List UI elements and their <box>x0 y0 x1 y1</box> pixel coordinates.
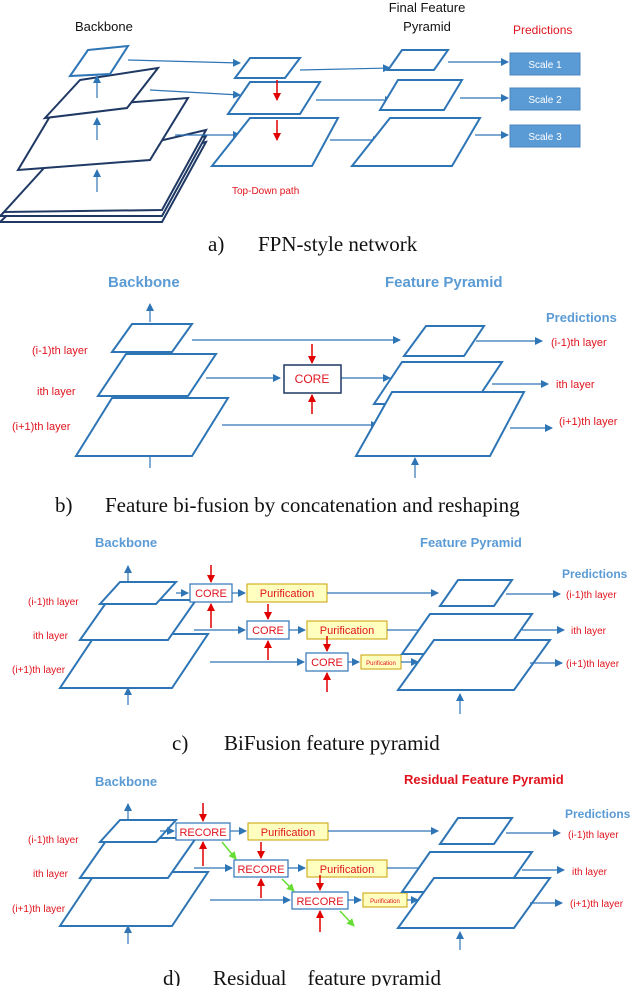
scale-1-label: Scale 1 <box>528 60 562 71</box>
backbone-layer-ip1 <box>58 633 210 689</box>
right-label-im1: (i-1)th layer <box>568 830 619 841</box>
backbone-layer-im1 <box>97 819 179 843</box>
caption-b-text: Feature bi-fusion by concatenation and r… <box>105 493 520 517</box>
final-level-2 <box>378 79 464 111</box>
purification-label-2: Purification <box>320 625 374 637</box>
predictions-title: Predictions <box>565 807 631 821</box>
purification-label-3: Purification <box>370 899 400 905</box>
caption-c-text: BiFusion feature pyramid <box>224 731 440 755</box>
backbone-title: Backbone <box>95 774 157 789</box>
right-label-ip1: (i+1)th layer <box>570 899 624 910</box>
purification-label-3: Purification <box>366 661 396 667</box>
panel-c: Backbone Feature Pyramid Predictions (i-… <box>12 535 628 755</box>
predictions-title: Predictions <box>513 23 572 37</box>
left-label-ip1: (i+1)th layer <box>12 665 66 676</box>
predictions-title: Predictions <box>562 567 628 581</box>
topdown-label: Top-Down path <box>232 186 299 197</box>
left-label-im1: (i-1)th layer <box>28 597 79 608</box>
final-feature-title-1: Final Feature <box>389 0 466 15</box>
purification-label-1: Purification <box>260 588 314 600</box>
left-label-ip1: (i+1)th layer <box>12 421 71 433</box>
scale-2-label: Scale 2 <box>528 95 562 106</box>
scale-3-label: Scale 3 <box>528 132 562 143</box>
caption-d-letter: d) <box>163 966 181 986</box>
purification-label-1: Purification <box>261 827 315 839</box>
feature-pyramid-title: Feature Pyramid <box>420 535 522 550</box>
backbone-title: Backbone <box>95 535 157 550</box>
recore-label-1: RECORE <box>179 827 226 839</box>
panel-d: Backbone Residual Feature Pyramid Predic… <box>12 772 631 986</box>
caption-d-text: Residual feature pyramid <box>213 966 442 986</box>
right-label-ip1: (i+1)th layer <box>559 416 618 428</box>
backbone-layer-i <box>78 837 198 879</box>
core-label-2: CORE <box>252 625 284 637</box>
residual-arrow-3 <box>339 910 355 927</box>
right-label-i: ith layer <box>556 379 595 391</box>
core-box <box>283 364 342 394</box>
topdown-level-1 <box>233 57 302 79</box>
scale-1-box <box>509 52 581 76</box>
backbone-layer-2 <box>42 66 161 120</box>
recore-label-3: RECORE <box>296 896 343 908</box>
right-label-i: ith layer <box>571 626 607 637</box>
predictions-title: Predictions <box>546 310 617 325</box>
residual-arrow-1 <box>221 841 237 860</box>
caption-a-text: FPN-style network <box>258 232 418 256</box>
caption-a-letter: a) <box>208 232 224 256</box>
core-label-1: CORE <box>195 588 227 600</box>
backbone-title: Backbone <box>108 274 180 291</box>
pyramid-level-ip1 <box>396 877 552 929</box>
pyramid-level-im1 <box>438 579 514 607</box>
backbone-layer-im1 <box>110 323 194 353</box>
pyramid-level-ip1 <box>396 639 552 691</box>
core-label: CORE <box>295 372 330 386</box>
left-label-ip1: (i+1)th layer <box>12 904 66 915</box>
panel-a: Scale 1 Scale 2 Scale 3 Backbone Final F… <box>0 0 581 256</box>
backbone-layer-im1 <box>97 581 179 605</box>
backbone-layer-ip1 <box>58 871 210 927</box>
left-label-i: ith layer <box>33 631 69 642</box>
left-label-i: ith layer <box>37 386 76 398</box>
final-feature-title-2: Pyramid <box>403 19 451 34</box>
right-label-i: ith layer <box>572 867 608 878</box>
caption-c-letter: c) <box>172 731 188 755</box>
residual-feature-pyramid-title: Residual Feature Pyramid <box>404 772 564 787</box>
pyramid-level-im1 <box>402 325 486 357</box>
panel-b: Backbone Feature Pyramid Predictions (i-… <box>12 274 618 517</box>
residual-arrow-2 <box>281 878 295 892</box>
final-level-1 <box>386 49 450 71</box>
pyramid-level-ip1 <box>354 391 526 457</box>
backbone-layer-1 <box>68 44 130 78</box>
caption-b-letter: b) <box>55 493 73 517</box>
left-label-im1: (i-1)th layer <box>32 345 88 357</box>
backbone-layer-i <box>78 599 198 641</box>
topdown-level-3 <box>209 117 340 167</box>
pyramid-level-im1 <box>438 817 514 845</box>
right-label-ip1: (i+1)th layer <box>566 659 620 670</box>
backbone-stack <box>0 44 208 223</box>
right-label-im1: (i-1)th layer <box>566 590 617 601</box>
feature-pyramid-title: Feature Pyramid <box>385 274 503 291</box>
purification-label-2: Purification <box>320 864 374 876</box>
recore-label-2: RECORE <box>237 864 284 876</box>
topdown-level-2 <box>226 81 322 115</box>
left-label-i: ith layer <box>33 869 69 880</box>
core-label-3: CORE <box>311 657 343 669</box>
final-level-3 <box>349 117 482 167</box>
right-label-im1: (i-1)th layer <box>551 337 607 349</box>
backbone-layer-i <box>96 353 218 397</box>
left-label-im1: (i-1)th layer <box>28 835 79 846</box>
scale-3-box <box>509 124 581 148</box>
scale-2-box <box>509 87 581 111</box>
backbone-title: Backbone <box>75 19 133 34</box>
backbone-layer-ip1 <box>74 397 230 457</box>
